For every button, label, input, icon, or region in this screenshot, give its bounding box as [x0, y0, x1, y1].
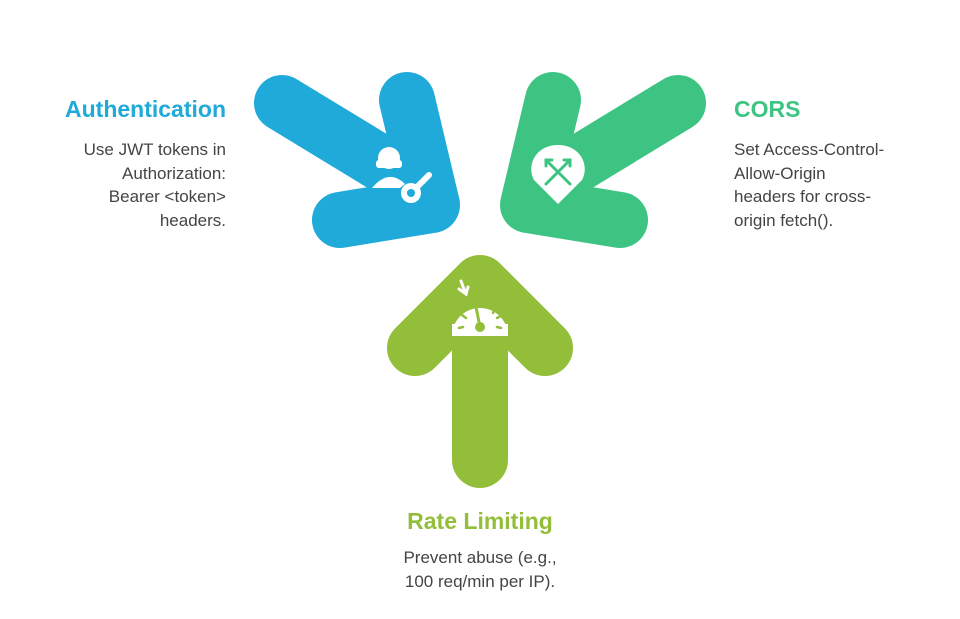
rate-description: Prevent abuse (e.g., 100 req/min per IP)…: [280, 546, 680, 593]
crossed-arrows-pin-icon: [531, 145, 585, 204]
user-key-icon: [372, 147, 432, 203]
line: headers for cross-: [734, 187, 871, 206]
line: Bearer <token>: [108, 187, 226, 206]
line: Set Access-Control-: [734, 140, 885, 159]
line: headers.: [159, 210, 226, 230]
line: Prevent abuse (e.g.,: [403, 548, 557, 567]
auth-arrow: [254, 72, 460, 248]
cors-description: Set Access-Control- Allow-Origin headers…: [734, 138, 884, 232]
speedometer-icon: [452, 279, 508, 336]
rate-title: Rate Limiting: [407, 508, 553, 534]
line: 100 req/min per IP).: [404, 571, 556, 591]
line: Authorization:: [122, 163, 226, 183]
cors-title: CORS: [734, 96, 801, 122]
line: origin fetch().: [734, 210, 834, 230]
line: Use JWT tokens in: [83, 140, 226, 159]
line: Allow-Origin: [734, 163, 826, 183]
auth-description: Use JWT tokens in Authorization: Bearer …: [84, 138, 226, 232]
auth-title: Authentication: [65, 96, 226, 122]
